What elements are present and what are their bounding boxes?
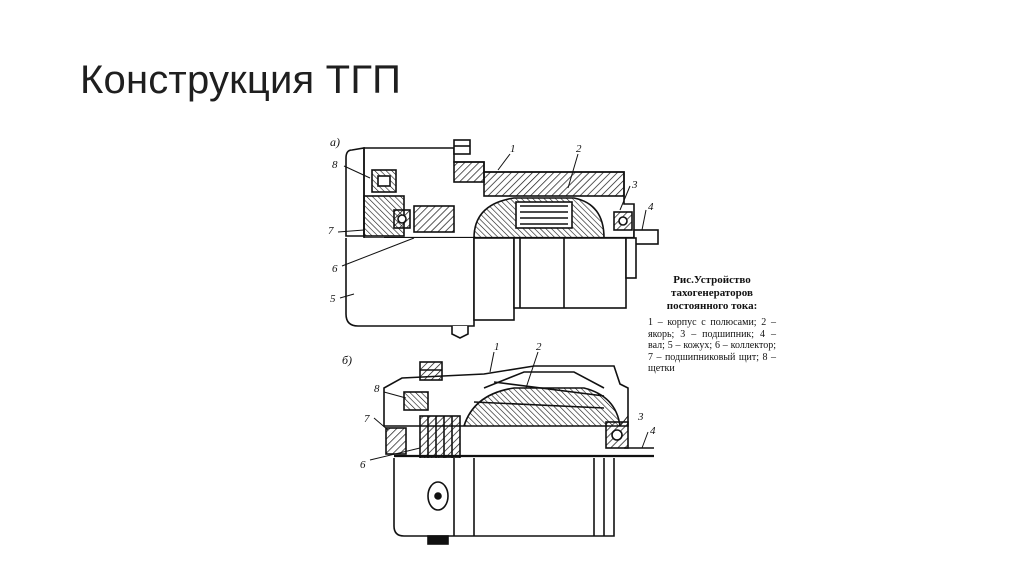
caption-title: Рис.Устройство тахогенераторов постоянно…: [666, 274, 758, 312]
label-b-3: 3: [637, 411, 644, 423]
drawing-a: [337, 139, 659, 339]
tachogenerator-drawing: а) 8 1 2 3 4 7 6 5: [324, 126, 780, 562]
label-a-2: 2: [576, 143, 582, 155]
label-a-5: 5: [330, 293, 336, 305]
label-a-4: 4: [648, 201, 654, 213]
label-b-6: 6: [360, 459, 366, 471]
subfigure-b-label: б): [342, 353, 352, 367]
label-b-1: 1: [494, 341, 500, 353]
subfigure-a-label: а): [330, 135, 340, 149]
label-a-8: 8: [332, 159, 338, 171]
slide-title: Конструкция ТГП: [80, 58, 402, 102]
label-a-7: 7: [328, 225, 334, 237]
caption-legend: 1 – корпус с полюсами; 2 – якорь; 3 – по…: [648, 317, 776, 374]
label-b-2: 2: [536, 341, 542, 353]
label-b-7: 7: [364, 413, 370, 425]
label-b-8: 8: [374, 383, 380, 395]
drawing-svg: а) 8 1 2 3 4 7 6 5: [328, 135, 659, 545]
label-a-1: 1: [510, 143, 516, 155]
label-a-6: 6: [332, 263, 338, 275]
label-b-4: 4: [650, 425, 656, 437]
drawing-b: [369, 351, 654, 545]
label-a-3: 3: [631, 179, 638, 191]
figure-caption: Рис.Устройство тахогенераторов постоянно…: [648, 274, 776, 375]
